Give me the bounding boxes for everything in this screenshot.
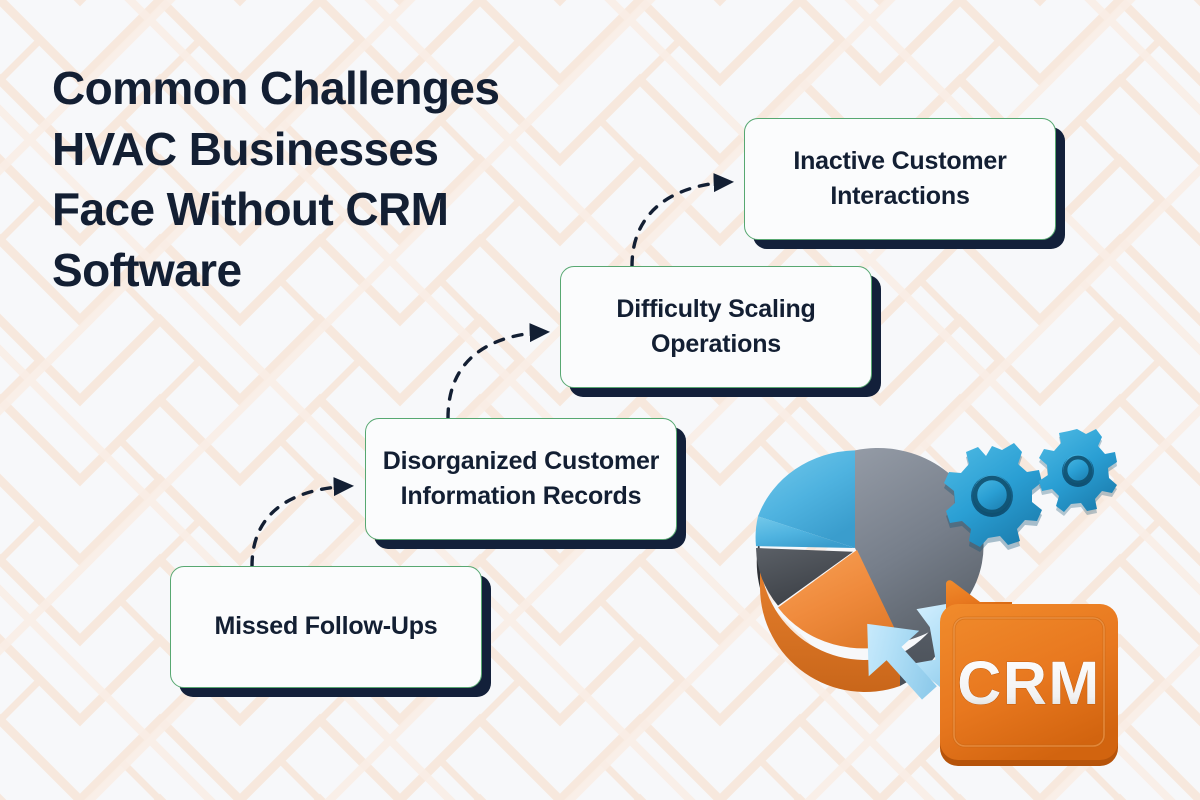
crm-folder-icon: CRM (940, 580, 1118, 766)
challenge-card-label: Difficulty Scaling Operations (616, 294, 816, 359)
gear-small-icon (1039, 429, 1117, 516)
crm-illustration: CRM (755, 429, 1118, 766)
challenge-card-label: Missed Follow-Ups (214, 612, 438, 641)
challenge-card-disorganized-customer-information-records[interactable]: Disorganized Customer Information Record… (365, 418, 677, 540)
connector-disorganized-to-difficulty (446, 323, 551, 420)
challenge-card-inactive-customer-interactions[interactable]: Inactive Customer Interactions (744, 118, 1056, 240)
crm-folder-label: CRM (957, 649, 1100, 717)
challenge-card-missed-follow-ups[interactable]: Missed Follow-Ups (170, 566, 482, 688)
page-title: Common Challenges HVAC Businesses Face W… (52, 62, 500, 297)
challenge-card-label: Inactive Customer Interactions (793, 146, 1007, 211)
connector-missed-to-disorganized (250, 477, 355, 568)
challenge-card-label: Disorganized Customer Information Record… (382, 446, 660, 511)
